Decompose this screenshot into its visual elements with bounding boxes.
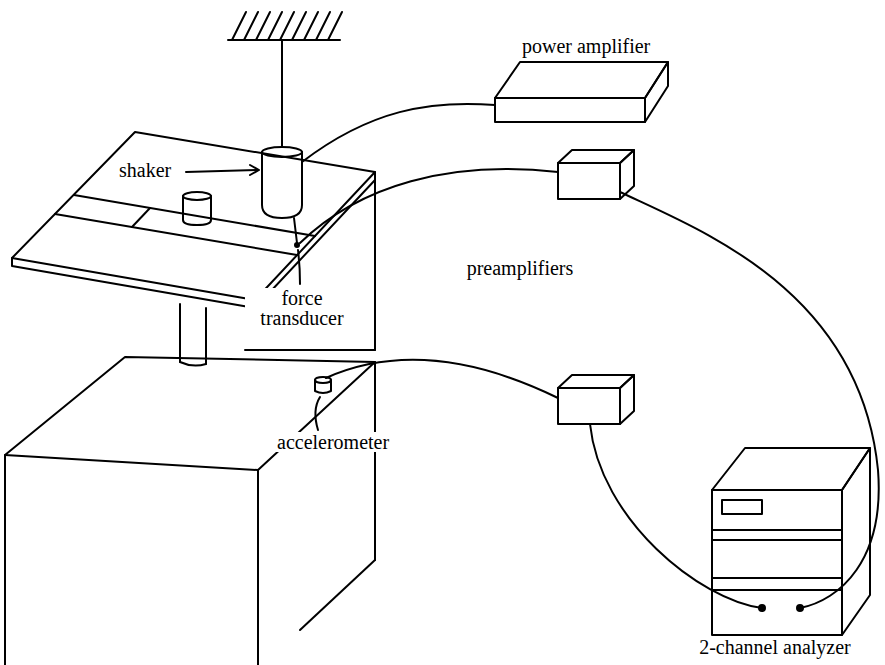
- preamplifier-box: [558, 375, 634, 424]
- signal-cables: [300, 104, 879, 608]
- part-label: 2-channel analyzer: [697, 637, 853, 657]
- ceiling-support: [228, 12, 342, 147]
- analyzer-box: [712, 448, 870, 635]
- preamplifier-box: [558, 150, 634, 199]
- base-block: [5, 357, 375, 665]
- power-amplifier-box: [495, 62, 668, 122]
- frame: [245, 172, 375, 350]
- part-label: accelerometer: [275, 432, 391, 452]
- part-label: preamplifiers: [465, 258, 576, 278]
- accelerometer-symbol: [315, 377, 331, 393]
- test-plate: [12, 132, 375, 308]
- part-label: shaker: [117, 160, 173, 180]
- part-label: force transducer: [245, 288, 359, 328]
- support-column: [180, 304, 206, 366]
- part-label: power amplifier: [520, 36, 652, 56]
